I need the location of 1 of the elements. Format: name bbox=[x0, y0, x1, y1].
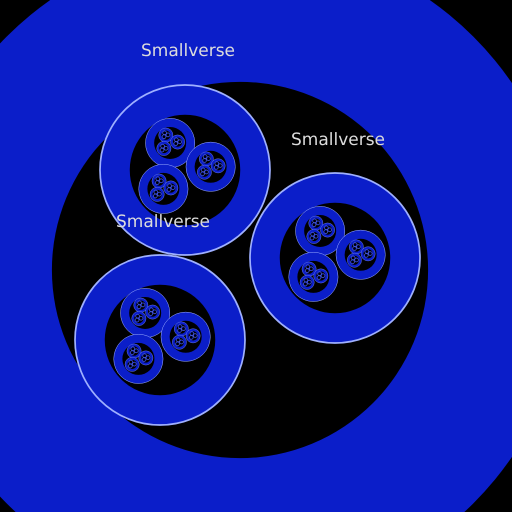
ring-label: Smallverse bbox=[140, 41, 236, 61]
